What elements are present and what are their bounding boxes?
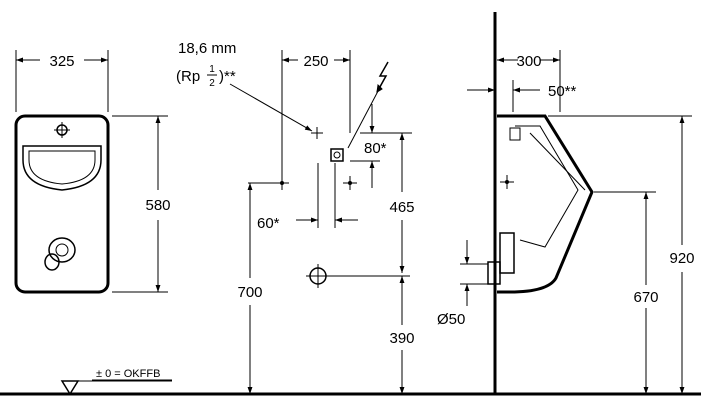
- floor-level-label: ± 0 = OKFFB: [96, 368, 160, 380]
- right-connection-symbol: [343, 176, 357, 190]
- urinal-side-body: [497, 114, 594, 294]
- urinal-front-body: [14, 114, 110, 294]
- dim-250: 250: [303, 53, 328, 70]
- dim-325: 325: [49, 53, 74, 70]
- front-view: 325 580: [14, 50, 171, 294]
- dim-580: 580: [145, 197, 170, 214]
- side-inlet-symbol: [500, 175, 514, 189]
- pipe-size-rp-prefix: (Rp: [176, 68, 200, 85]
- dim-670: 670: [633, 289, 658, 306]
- urinal-bowl: [22, 145, 102, 191]
- dim-300: 300: [516, 53, 541, 70]
- dim-700: 700: [237, 284, 262, 301]
- installation-view: 18,6 mm (Rp 1 2 )** 250 80*: [60, 40, 415, 396]
- left-connection-symbol: [275, 176, 289, 190]
- dim-920: 920: [669, 250, 694, 267]
- electric-connection-icon: [347, 61, 389, 149]
- side-view: 300 50** 920 670 Ø50: [437, 50, 695, 394]
- pipe-size-fraction-num: 1: [209, 64, 215, 75]
- pipe-size-suffix: )**: [219, 68, 236, 85]
- water-inlet-symbol: [54, 122, 70, 138]
- dim-80: 80*: [364, 140, 387, 157]
- pipe-size-label: 18,6 mm: [178, 40, 236, 57]
- dim-50: 50**: [548, 83, 577, 100]
- dim-390: 390: [389, 330, 414, 347]
- drain-connection-symbol: [306, 264, 330, 288]
- dim-465: 465: [389, 199, 414, 216]
- dim-60: 60*: [257, 215, 280, 232]
- water-connection-symbol: [311, 127, 323, 139]
- floor-level-marker: ± 0 = OKFFB: [60, 368, 172, 396]
- urinal-side-inner: [515, 125, 579, 248]
- outlet-symbol: [44, 237, 76, 271]
- dim-diameter-50: Ø50: [437, 311, 465, 328]
- electrical-box: [330, 148, 344, 162]
- pipe-size-fraction-den: 2: [209, 78, 215, 89]
- pipe-leader-line: [229, 83, 313, 132]
- urinal-bowl-inner: [28, 150, 96, 185]
